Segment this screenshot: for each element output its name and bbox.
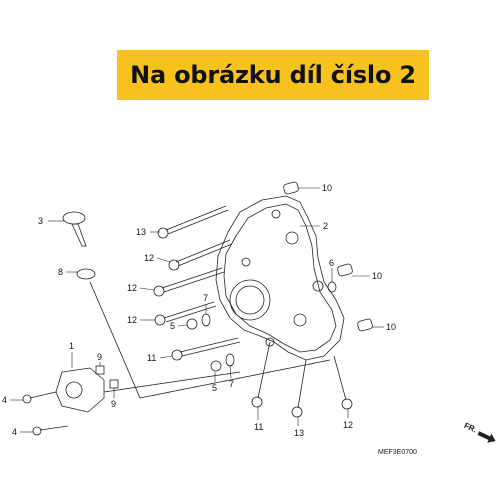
cover-bore-inner	[235, 285, 265, 315]
callout-12-b: 12	[127, 283, 137, 293]
bolt-11-low	[257, 341, 271, 399]
bolt-11-left	[179, 337, 241, 357]
washer-7-top	[201, 313, 211, 327]
dowel-pin-10-top	[283, 181, 299, 195]
cover-boss-2	[293, 313, 307, 327]
o-ring-6	[327, 281, 337, 293]
leader-lines	[10, 187, 384, 433]
callout-12-c: 12	[127, 315, 137, 325]
bolt-head-13-low	[291, 406, 303, 418]
oil-filler-cap	[62, 211, 86, 225]
callout-5-top: 5	[170, 321, 175, 331]
dowel-pin-9-b	[109, 379, 119, 389]
callout-4-low: 4	[12, 427, 17, 437]
callout-10-top: 10	[322, 183, 332, 193]
front-arrow-icon	[477, 431, 496, 443]
guide-line-filler	[89, 281, 331, 399]
crankcase-cover	[215, 195, 345, 361]
bolt-12-low	[333, 355, 347, 401]
title-banner: Na obrázku díl číslo 2	[117, 50, 429, 100]
callout-9-a: 9	[97, 352, 102, 362]
dowel-pin-10-mid	[337, 263, 353, 277]
leader-7-low	[229, 365, 232, 379]
bolt-head-11-left	[171, 349, 183, 361]
callout-6: 6	[329, 258, 334, 268]
cover-boss-6	[271, 209, 281, 219]
dowel-pin-10-low	[357, 318, 373, 332]
callout-11-low: 11	[254, 422, 263, 432]
bolt-head-4-top	[22, 394, 32, 404]
bolt-head-11-low	[251, 396, 263, 408]
pulser-rotor	[55, 367, 105, 413]
callout-10-low: 10	[386, 322, 396, 332]
leader-5-top	[177, 324, 188, 327]
callout-13-low: 13	[294, 428, 304, 438]
plug-5-low	[210, 360, 222, 372]
callout-11-left: 11	[147, 353, 156, 363]
callout-2: 2	[323, 221, 328, 231]
bolt-13-top	[165, 205, 229, 235]
bolt-12-c	[163, 301, 217, 323]
leader-12-b	[139, 287, 155, 291]
bolt-head-4-low	[32, 426, 42, 436]
bolt-head-13-top	[157, 227, 169, 239]
leader-12-a	[156, 257, 171, 263]
callout-13-top: 13	[136, 227, 146, 237]
filler-cap-stem	[71, 223, 87, 247]
bolt-12-a	[175, 239, 233, 267]
pulser-hub	[65, 381, 83, 399]
callout-3: 3	[38, 216, 43, 226]
diagram-code: MEF3E0700	[378, 449, 417, 456]
callout-4-top: 4	[2, 395, 7, 405]
cover-boss-3	[312, 280, 324, 292]
callout-7-top: 7	[203, 293, 208, 303]
callout-5-low: 5	[212, 383, 217, 393]
dowel-pin-9-a	[95, 365, 105, 375]
bolt-4-top	[29, 391, 57, 399]
cover-bore	[229, 279, 271, 321]
cover-boss-4	[265, 337, 275, 347]
cover-boss-5	[241, 257, 251, 267]
callout-8: 8	[58, 267, 63, 277]
guide-line-pulser	[103, 371, 241, 393]
callout-12-low: 12	[343, 420, 353, 430]
front-direction-label: FR.	[463, 421, 478, 435]
leader-11-left	[159, 355, 173, 359]
bolt-head-12-a	[168, 259, 180, 271]
bolt-4-low	[39, 425, 69, 431]
callout-7-low: 7	[229, 379, 234, 389]
cover-boss-1	[285, 231, 299, 245]
callout-12-a: 12	[144, 253, 154, 263]
callout-1: 1	[69, 341, 74, 351]
front-direction-arrow: FR.	[463, 421, 496, 443]
o-ring-8	[76, 268, 96, 280]
bolt-head-12-low	[341, 398, 353, 410]
plug-5-top	[186, 318, 198, 330]
bolt-13-low	[297, 359, 307, 409]
washer-7-low	[225, 353, 235, 367]
callout-10-mid: 10	[372, 271, 382, 281]
bolt-head-12-c	[154, 314, 166, 326]
bolt-head-12-b	[153, 285, 165, 297]
callout-9-b: 9	[111, 399, 116, 409]
bolt-12-b	[161, 267, 225, 293]
title-banner-text: Na obrázku díl číslo 2	[130, 61, 416, 89]
